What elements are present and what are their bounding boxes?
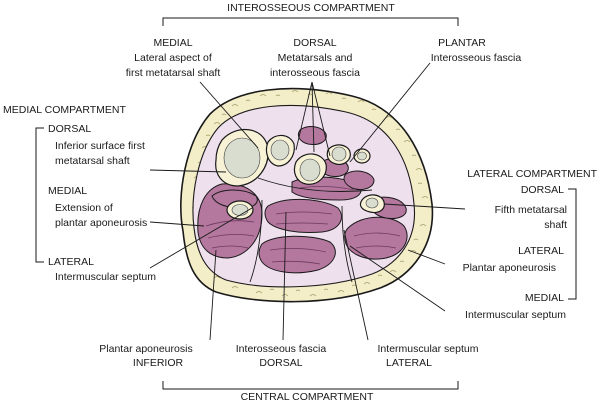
- flexor-digitorum-brevis-muscle: [264, 198, 342, 233]
- fifth-metatarsal: [359, 194, 385, 214]
- interosseous-muscle-2: [343, 170, 375, 191]
- lateral-lateral-line1: Plantar aponeurosis: [463, 262, 556, 274]
- small-metatarsal-head: [353, 148, 371, 164]
- central-inferior-line1: Plantar aponeurosis: [99, 343, 192, 355]
- medial-medial-line2: plantar aponeurosis: [55, 217, 147, 229]
- central-compartment-title: CENTRAL COMPARTMENT: [241, 391, 374, 403]
- top-plantar-heading: PLANTAR: [438, 37, 486, 49]
- medial-compartment-labels: MEDIAL COMPARTMENT DORSAL Inferior surfa…: [3, 104, 156, 283]
- top-medial-line1: Lateral aspect of: [134, 52, 212, 64]
- lateral-medial-line1: Intermuscular septum: [465, 309, 566, 321]
- top-plantar-line1: Interosseous fascia: [431, 52, 522, 64]
- top-dorsal-line2: interosseous fascia: [270, 67, 360, 79]
- bottom-bracket: [162, 381, 459, 390]
- central-dorsal-line1: Interosseous fascia: [236, 343, 327, 355]
- intermuscular-septa: [249, 177, 373, 283]
- second-metatarsal: [265, 134, 295, 167]
- medial-lateral-line1: Intermuscular septum: [55, 271, 156, 283]
- medial-dorsal-line2: metatarsal shaft: [55, 155, 130, 167]
- brackets: [35, 17, 577, 390]
- lateral-compartment-labels: LATERAL COMPARTMENT DORSAL Fifth metatar…: [463, 168, 598, 321]
- central-compartment-labels: Plantar aponeurosis INFERIOR Interosseou…: [99, 343, 478, 403]
- interosseous-compartment-title: INTEROSSEOUS COMPARTMENT: [227, 2, 395, 14]
- third-metatarsal: [293, 153, 327, 185]
- medial-medial-line1: Extension of: [55, 202, 113, 214]
- quadratus-plantae-muscle: [258, 235, 336, 274]
- central-lateral-line1: Intermuscular septum: [378, 343, 479, 355]
- central-dorsal-heading: DORSAL: [259, 357, 302, 369]
- interosseous-muscle-3: [297, 126, 327, 145]
- central-inferior-heading: INFERIOR: [133, 357, 184, 369]
- foot-cross-section: [180, 87, 434, 303]
- medial-compartment-title: MEDIAL COMPARTMENT: [3, 104, 126, 116]
- lateral-medial-heading: MEDIAL: [525, 292, 564, 304]
- top-medial-line2: first metatarsal shaft: [126, 67, 221, 79]
- muscles: [197, 126, 408, 274]
- top-dorsal-line1: Metatarsals and: [278, 52, 353, 64]
- metatarsals: [215, 128, 385, 220]
- lateral-compartment-title: LATERAL COMPARTMENT: [467, 168, 597, 180]
- lateral-dorsal-heading: DORSAL: [521, 184, 564, 196]
- abductor-digiti-minimi-muscle: [344, 216, 408, 260]
- medial-dorsal-line1: Inferior surface first: [55, 140, 145, 152]
- leader-lines: [149, 62, 466, 341]
- lateral-dorsal-line2: shaft: [544, 219, 567, 231]
- top-medial-heading: MEDIAL: [153, 37, 192, 49]
- medial-dorsal-heading: DORSAL: [48, 123, 91, 135]
- fourth-metatarsal: [326, 144, 351, 165]
- lateral-lateral-heading: LATERAL: [518, 245, 564, 257]
- interosseous-compartment-labels: INTEROSSEOUS COMPARTMENT MEDIAL Lateral …: [126, 2, 522, 79]
- medial-lateral-heading: LATERAL: [48, 256, 94, 268]
- lateral-dorsal-line1: Fifth metatarsal: [495, 204, 567, 216]
- medial-medial-heading: MEDIAL: [48, 185, 87, 197]
- first-metatarsal: [215, 128, 269, 187]
- top-bracket: [162, 17, 459, 26]
- lateral-bracket: [568, 188, 577, 300]
- medial-bracket: [35, 127, 44, 263]
- central-lateral-heading: LATERAL: [386, 357, 432, 369]
- top-dorsal-heading: DORSAL: [293, 37, 336, 49]
